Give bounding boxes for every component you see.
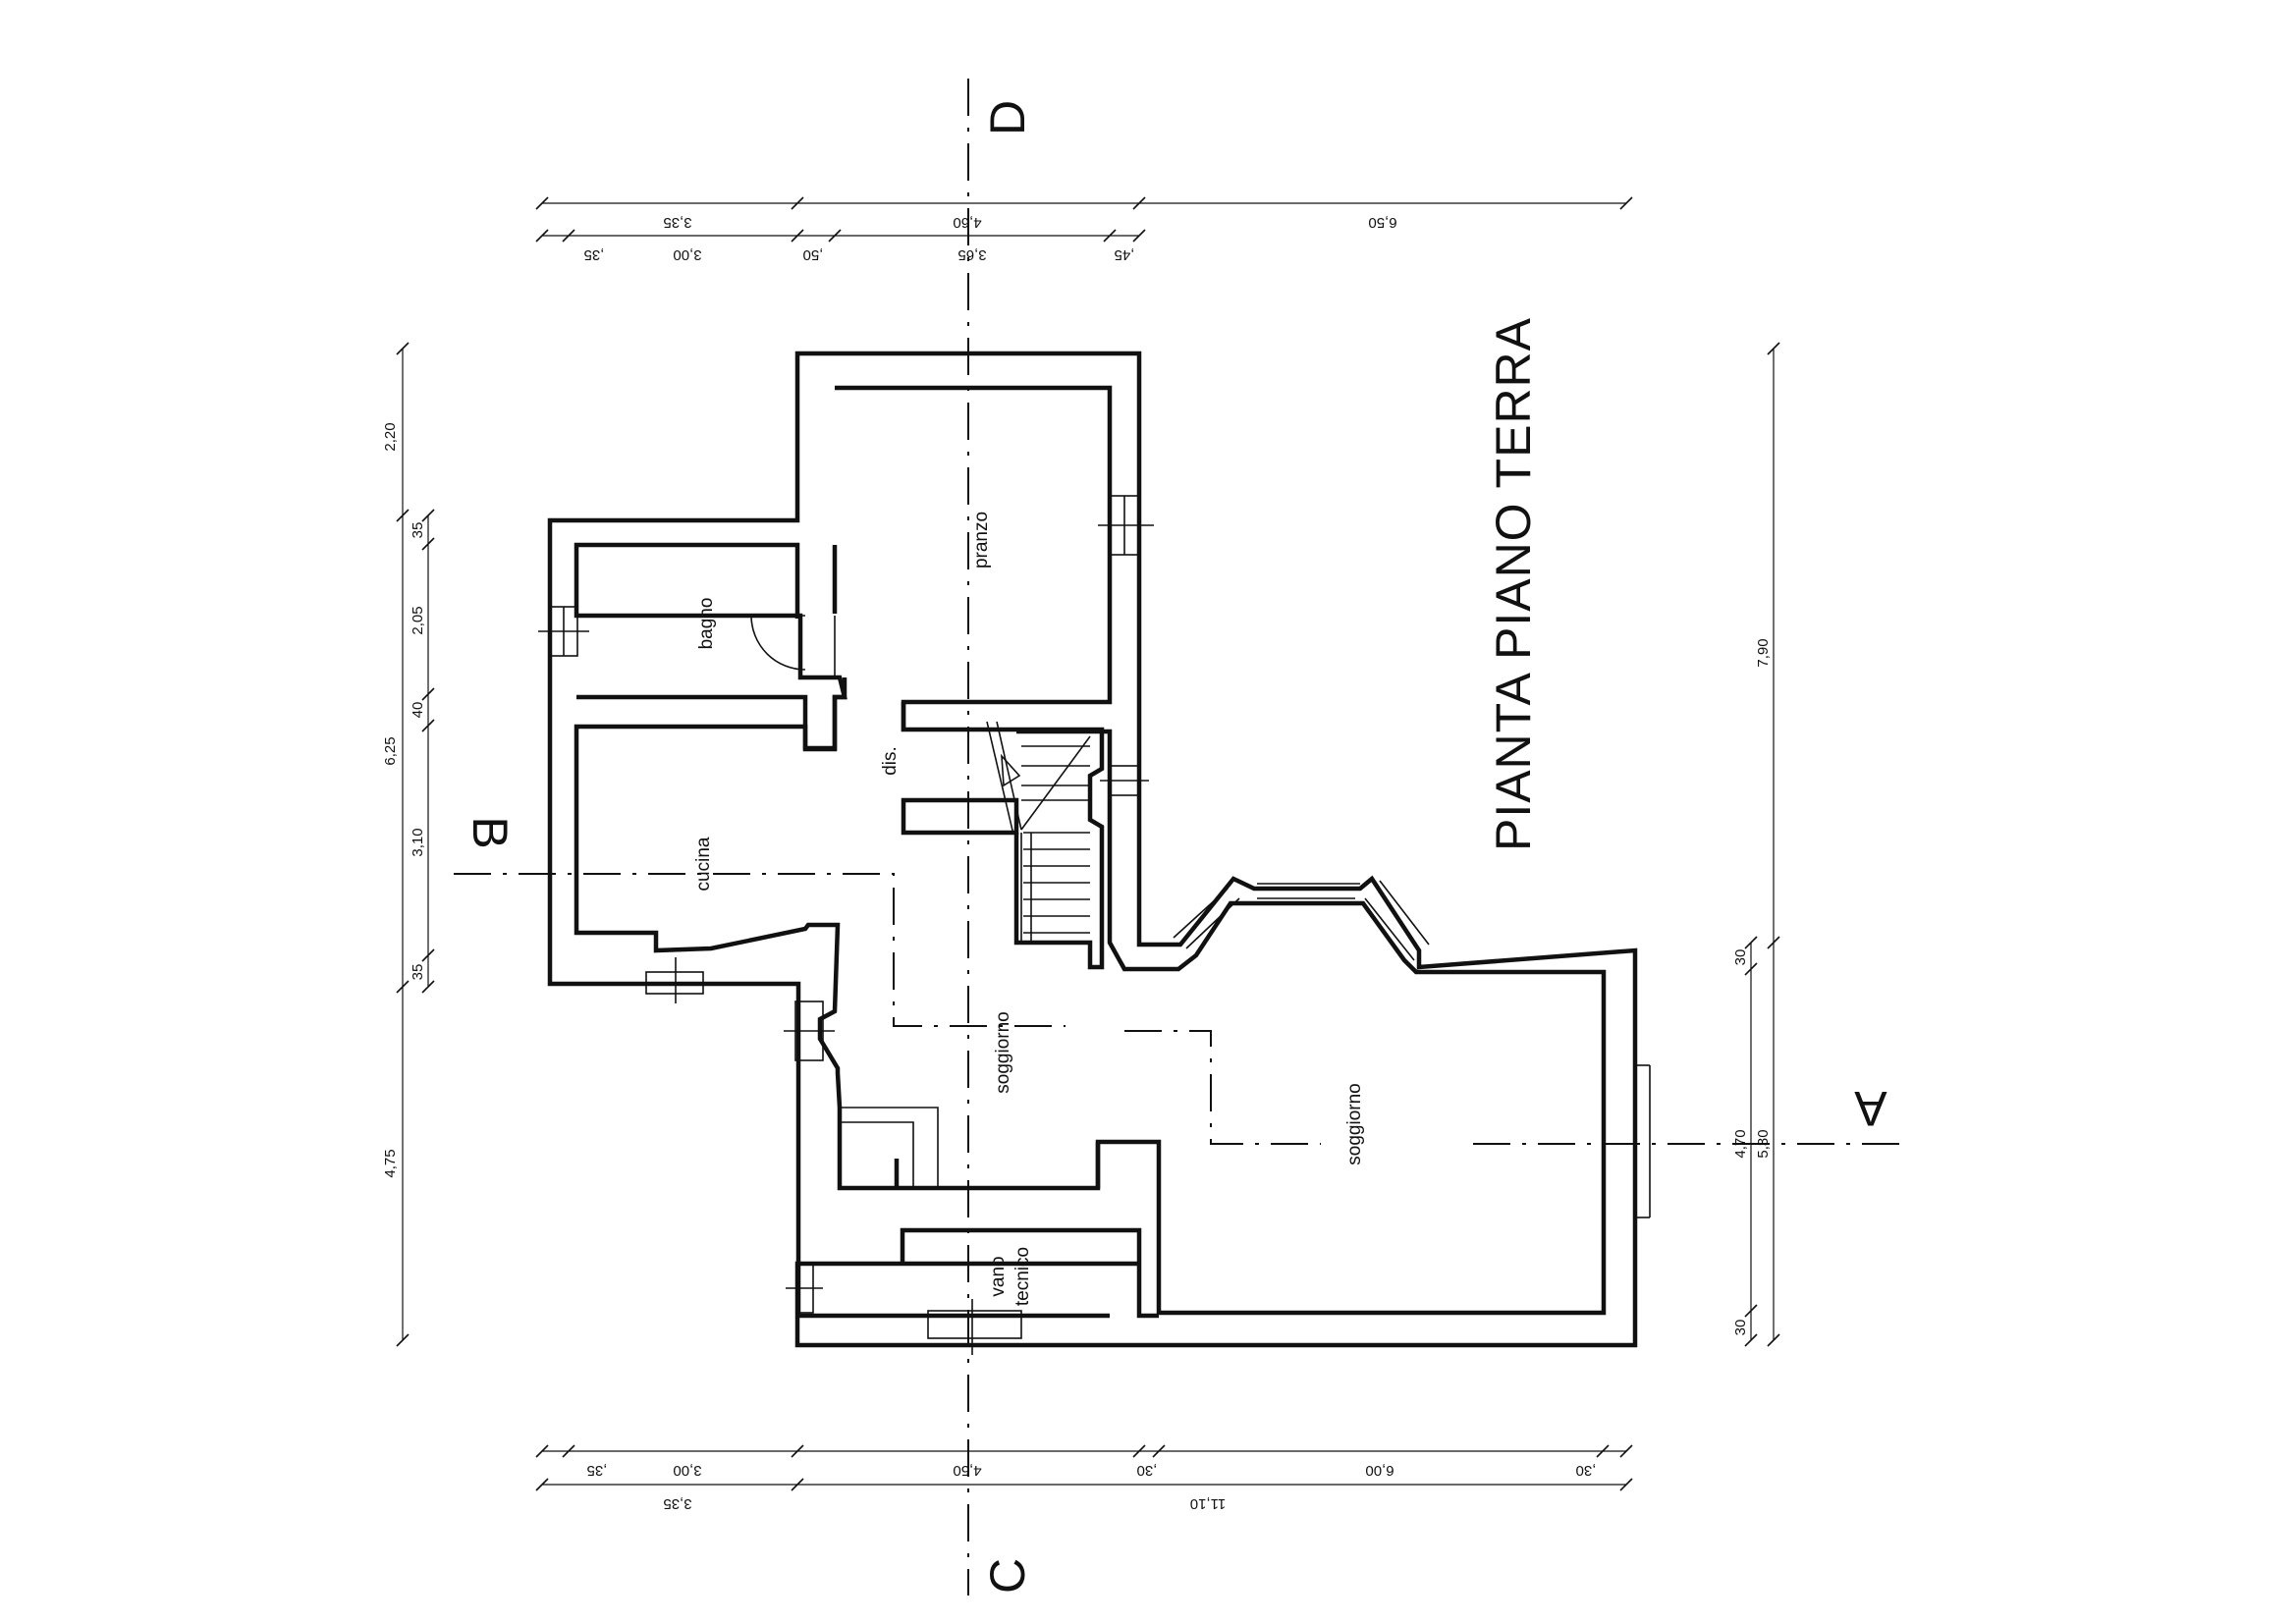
dim-left-outer-3: 4,75 — [382, 1149, 399, 1177]
dim-left-inner-1: 35 — [410, 522, 426, 539]
room-label-soggiorno-1: soggiorno — [993, 1011, 1013, 1093]
window-cucina — [645, 971, 704, 995]
section-label-d: D — [980, 100, 1035, 135]
dim-right-inner-2: 4,70 — [1732, 1129, 1749, 1158]
bay-window — [1173, 880, 1430, 961]
dimensions-top: 3,35 4,60 6,50 ,35 3,00 ,50 3,65 ,45 — [535, 196, 1633, 263]
room-label-bagno: bagno — [696, 598, 717, 650]
closet-outline — [840, 1107, 939, 1188]
dim-bottom-outer-2: 11,10 — [1190, 1495, 1226, 1512]
windows — [538, 495, 1651, 1355]
section-labels: D B A C — [463, 100, 1887, 1594]
dim-bottom-outer-1: 3,35 — [663, 1495, 691, 1512]
partition-pranzo-dis — [832, 545, 906, 731]
dim-right-inner-3: 30 — [1732, 1320, 1749, 1336]
plan-title: PIANTA PIANO TERRA — [1486, 317, 1541, 851]
dim-top-inner-2: 3,00 — [673, 246, 701, 263]
room-labels: pranzo bagno dis. cucina soggiorno soggi… — [693, 512, 1365, 1306]
section-label-c: C — [980, 1558, 1035, 1594]
room-label-vano: vano — [988, 1256, 1009, 1296]
dim-right-inner-1: 30 — [1732, 949, 1749, 966]
dim-top-inner-3: ,50 — [803, 246, 824, 263]
stairs — [986, 721, 1091, 943]
stair-wall — [1013, 729, 1105, 970]
dim-top-outer-3: 6,50 — [1368, 214, 1396, 231]
room-label-pranzo: pranzo — [971, 512, 992, 568]
partition-dis — [901, 797, 1019, 836]
dim-top-inner-1: ,35 — [584, 246, 605, 263]
dim-top-outer-1: 3,35 — [663, 214, 691, 231]
room-label-cucina: cucina — [693, 837, 714, 891]
dim-bottom-inner-1: ,35 — [587, 1462, 608, 1479]
dim-left-outer-1: 2,20 — [382, 422, 399, 451]
dim-right-outer-2: 5,30 — [1755, 1129, 1772, 1158]
dim-top-inner-5: ,45 — [1115, 246, 1135, 263]
dim-bottom-inner-2: 3,00 — [673, 1462, 701, 1479]
stair-arrow — [986, 721, 1022, 836]
dim-bottom-inner-5: 6,00 — [1365, 1462, 1394, 1479]
room-label-soggiorno-2: soggiorno — [1344, 1083, 1365, 1164]
dimensions-bottom: ,35 3,00 4,50 ,30 6,00 ,30 3,35 11,10 — [535, 1444, 1633, 1512]
partition-bagno-cucina — [576, 677, 847, 752]
room-label-tecnico: tecnico — [1012, 1247, 1033, 1306]
room-label-dis: dis. — [880, 746, 901, 776]
section-lines — [454, 79, 1910, 1596]
dim-bottom-inner-3: 4,50 — [953, 1462, 981, 1479]
walls — [547, 351, 1638, 1348]
dim-left-inner-4: 3,10 — [410, 828, 426, 856]
section-label-a: A — [1854, 1081, 1887, 1136]
outer-wall — [547, 351, 1638, 1348]
door-bagno — [750, 615, 836, 677]
dimensions-left: 2,20 6,25 4,75 35 2,05 40 3,10 35 — [382, 342, 435, 1347]
dim-left-inner-2: 2,05 — [410, 606, 426, 634]
dim-top-inner-4: 3,65 — [957, 246, 986, 263]
inner-wall — [574, 385, 1607, 1316]
dim-left-outer-2: 6,25 — [382, 736, 399, 765]
dim-left-inner-5: 35 — [410, 964, 426, 981]
dim-right-outer-1: 7,90 — [1755, 638, 1772, 667]
dim-top-outer-2: 4,60 — [953, 214, 981, 231]
dim-left-inner-3: 40 — [410, 702, 426, 719]
vano-tecnico-wall — [795, 1227, 1159, 1319]
window-vano-tecnico — [927, 1310, 1022, 1339]
dim-bottom-inner-6: ,30 — [1576, 1462, 1597, 1479]
section-line-b — [454, 873, 1066, 1027]
section-label-b: B — [463, 816, 518, 848]
section-line-a — [1124, 1030, 1910, 1145]
dim-bottom-inner-4: ,30 — [1137, 1462, 1158, 1479]
dimensions-right: 7,90 5,30 30 4,70 30 — [1732, 342, 1780, 1347]
